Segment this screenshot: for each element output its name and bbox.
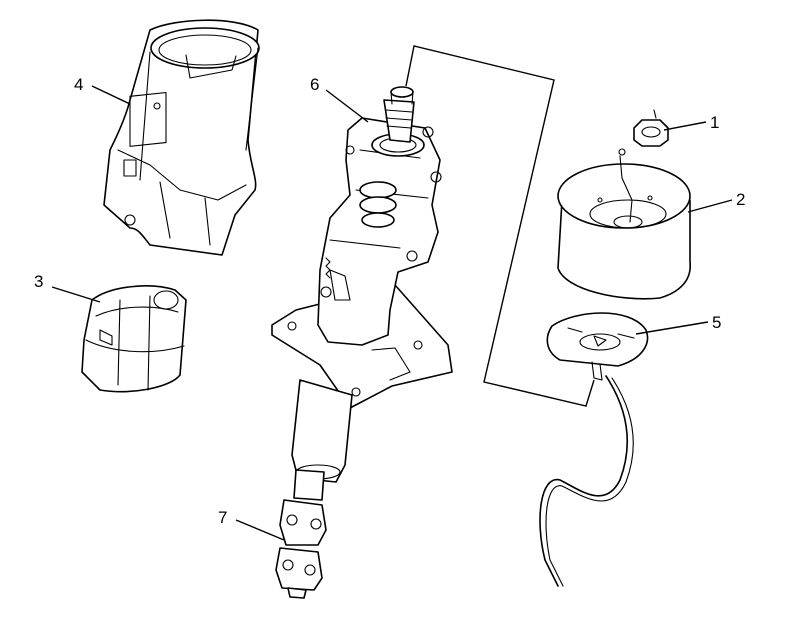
callout-5: 5 [712,313,721,332]
part-5-contact-plate [539,312,649,587]
callout-1: 1 [710,113,719,132]
part-2-wheel-hub [557,148,691,300]
part-1-nut [633,109,669,147]
callout-7: 7 [218,508,227,527]
callout-3: 3 [34,272,43,291]
callout-6: 6 [310,75,319,94]
part-6-steering-column [271,86,453,483]
part-3-lower-shroud [81,285,187,393]
part-4-upper-shroud [103,19,260,256]
assembly-bracket-line [405,45,595,407]
callout-2: 2 [736,190,745,209]
part-7-intermediate-shaft [275,469,327,599]
callout-4: 4 [74,75,83,94]
leader-lines [51,85,733,541]
